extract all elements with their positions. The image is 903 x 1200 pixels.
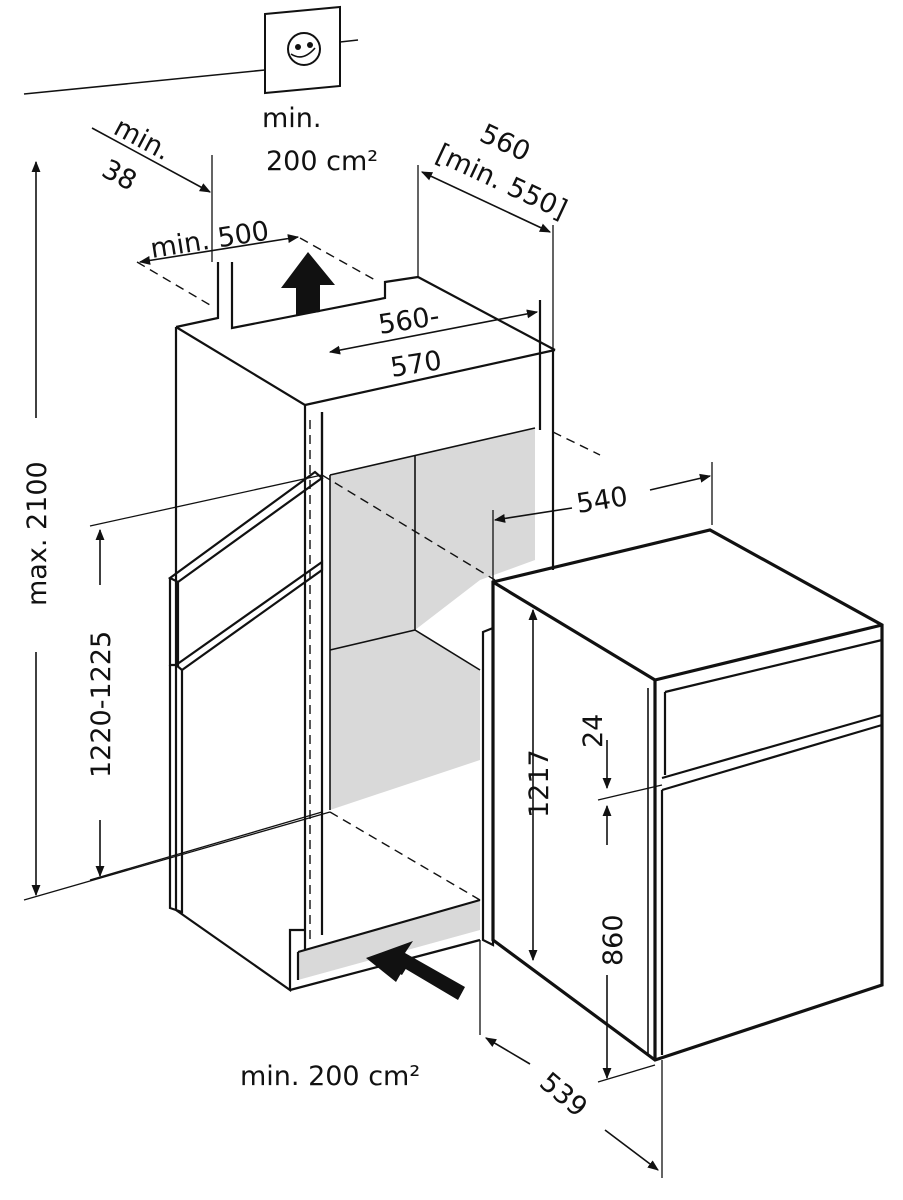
lower-door-label: 860 bbox=[598, 914, 629, 966]
appliance bbox=[481, 528, 884, 1062]
hidden-lines bbox=[136, 237, 601, 940]
appliance-width-label: 540 bbox=[574, 481, 630, 520]
airflow-up-arrow-icon bbox=[281, 252, 335, 315]
vent-top-min-label: min. bbox=[262, 103, 322, 134]
power-socket-icon bbox=[264, 5, 341, 95]
vent-top-area-label: 200 cm² bbox=[266, 146, 378, 177]
total-height-label: max. 2100 bbox=[22, 461, 53, 606]
vent-bottom-label: min. 200 cm² bbox=[240, 1061, 420, 1092]
door-gap-label: 24 bbox=[578, 714, 609, 748]
niche-width-label-a: 560- bbox=[376, 301, 441, 341]
niche-height-label: 1220-1225 bbox=[86, 631, 117, 778]
wall-socket bbox=[23, 5, 359, 95]
dimension-lines bbox=[23, 127, 713, 1178]
niche bbox=[167, 262, 556, 993]
depth-min-label: min. 500 bbox=[148, 216, 271, 265]
gap-value-label: 38 bbox=[97, 154, 142, 198]
airflow-in-arrow-icon bbox=[366, 941, 465, 1000]
niche-width-label-b: 570 bbox=[388, 345, 444, 384]
appliance-depth-label: 539 bbox=[534, 1067, 593, 1124]
appliance-height-label: 1217 bbox=[524, 749, 555, 818]
